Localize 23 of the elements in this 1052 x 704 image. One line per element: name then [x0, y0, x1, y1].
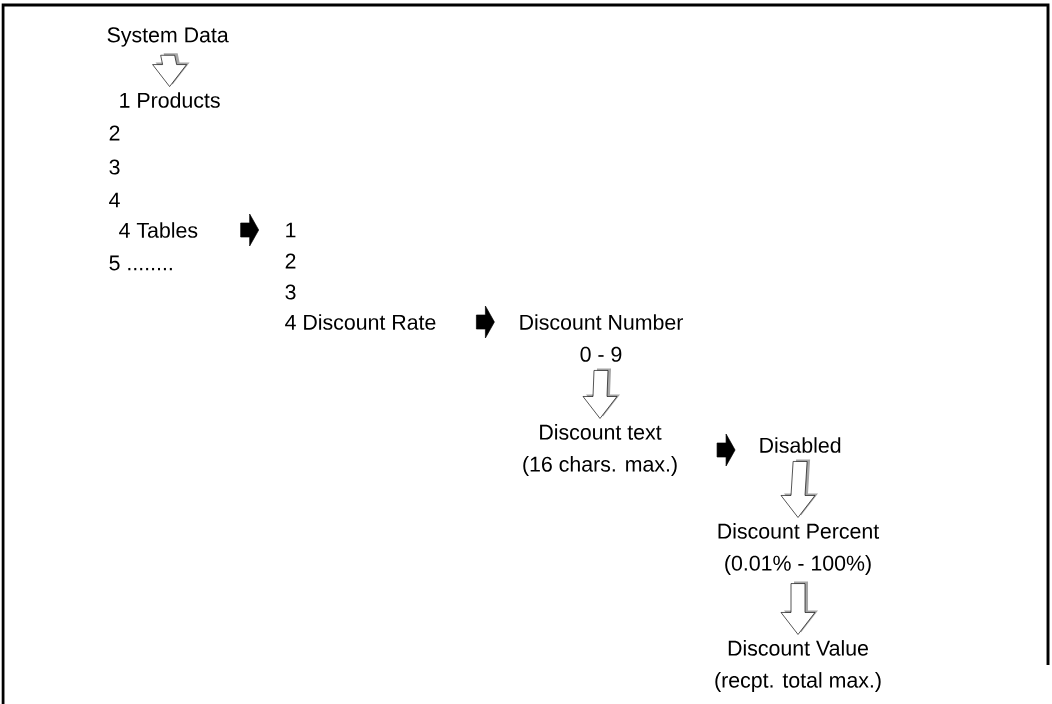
setting-label: Discount Value (recpt. total max.): [715, 640, 881, 692]
list-item: 1: [286, 222, 296, 238]
list-item: 1 Products: [120, 92, 220, 108]
pointer-arrow: [240, 213, 259, 247]
list-item: 3: [285, 284, 296, 300]
list-item: 4 Tables: [119, 222, 198, 238]
setting-label: Discount Number 0 - 9: [520, 314, 683, 362]
list-item: 4 Discount Rate: [285, 314, 436, 330]
list-item: System Data: [107, 27, 229, 47]
hollow-arrow: [780, 459, 818, 518]
list-item: 2: [109, 125, 120, 141]
list-item: 2: [285, 253, 296, 269]
pointer-arrow: [476, 305, 495, 339]
setting-label: Discount text (16 chars. max.): [523, 424, 677, 476]
hollow-arrow: [780, 581, 818, 635]
pointer-arrow: [716, 433, 736, 467]
setting-label: Discount Percent (0.01% - 100%): [718, 523, 880, 575]
list-item: Disabled: [760, 437, 841, 453]
list-item: 5 ........: [109, 255, 172, 271]
list-item: 3: [109, 159, 120, 175]
hollow-arrow: [152, 53, 190, 87]
list-item: 4: [109, 192, 120, 208]
hollow-arrow: [582, 368, 620, 419]
